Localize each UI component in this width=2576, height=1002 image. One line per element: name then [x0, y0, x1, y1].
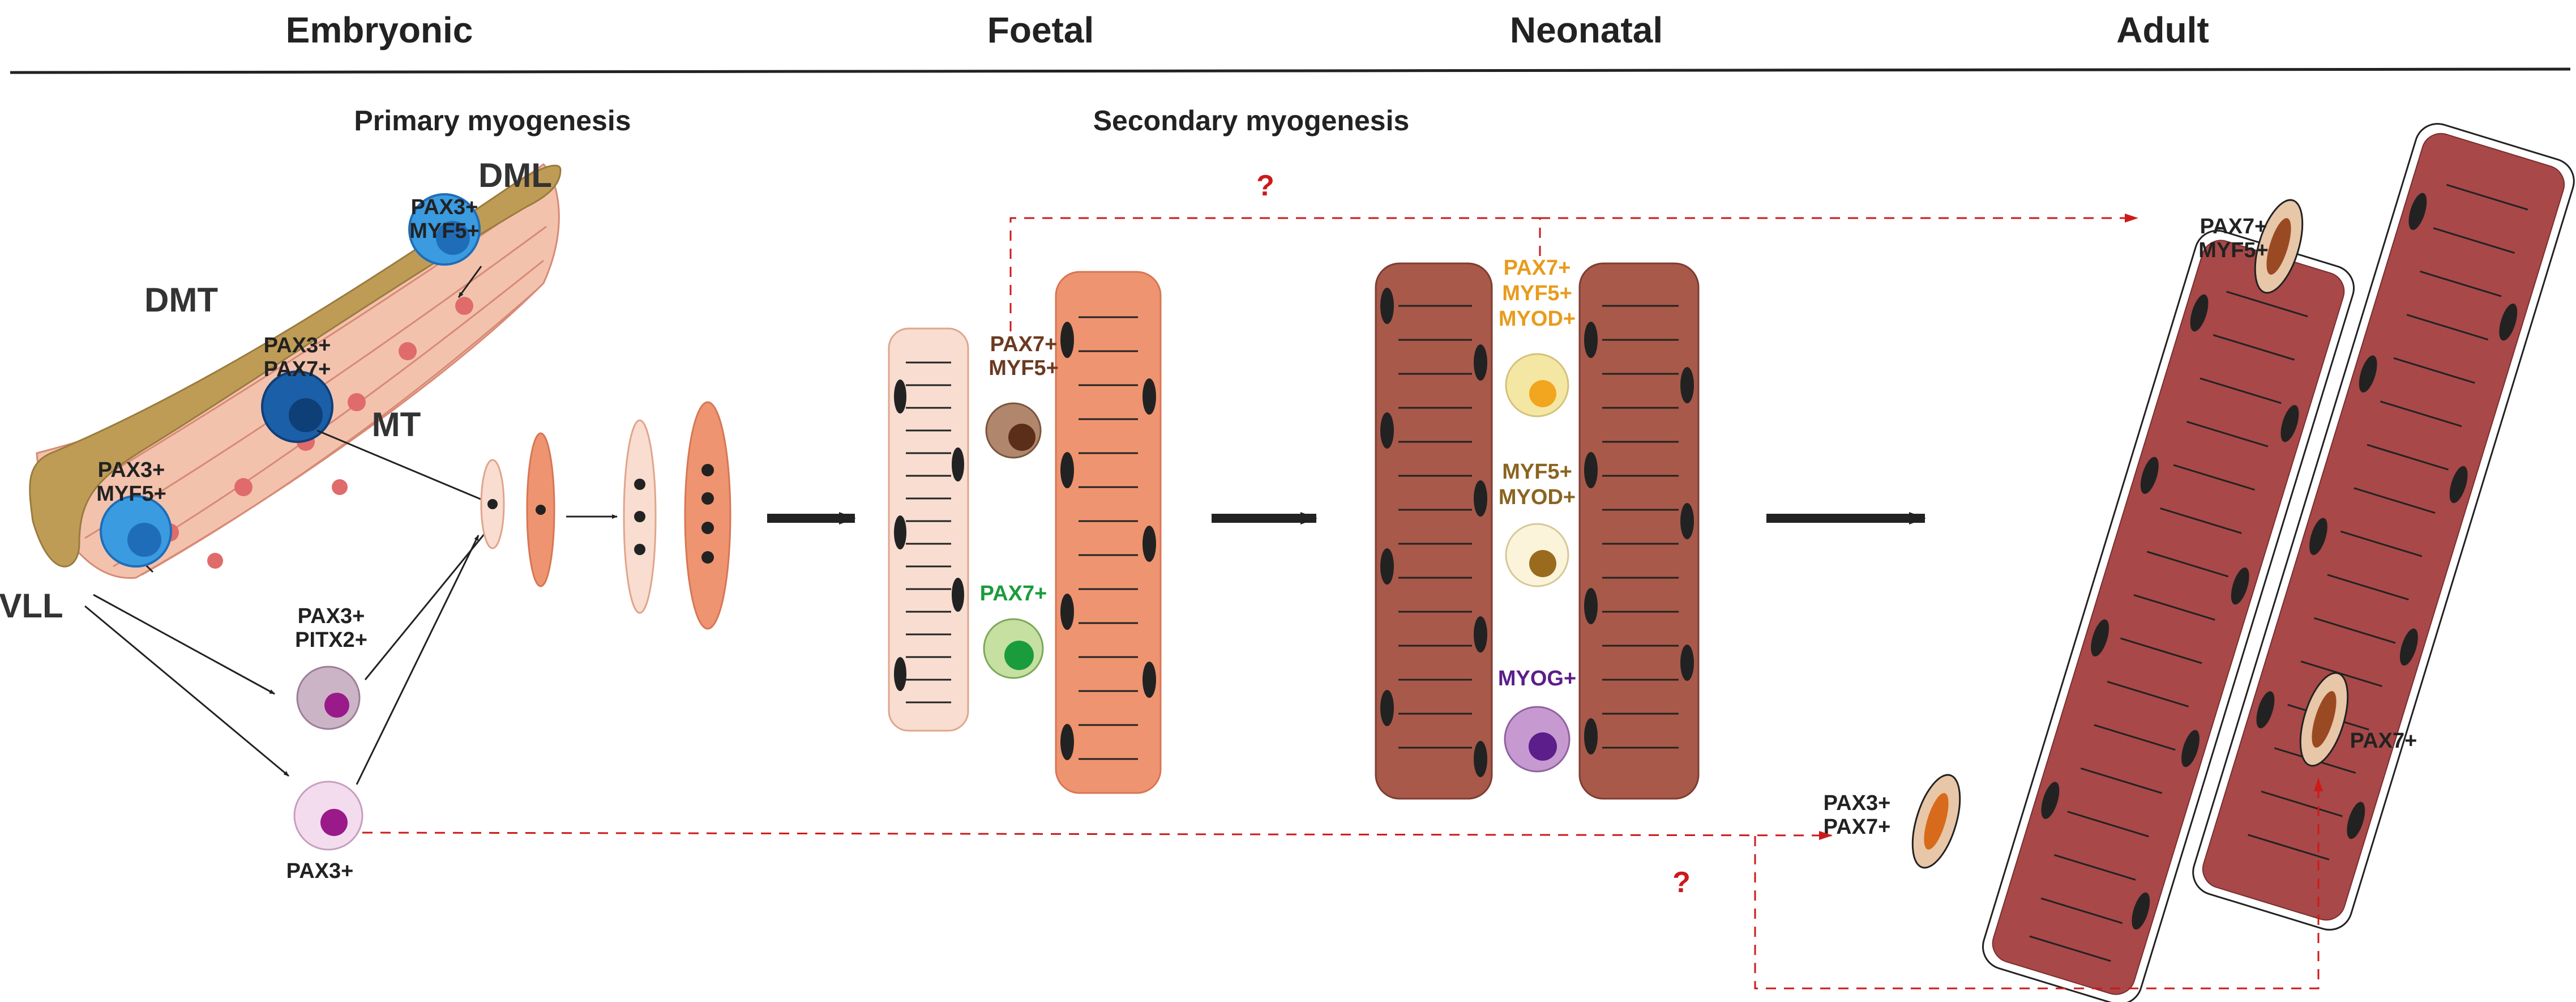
foetal-upper-label-1: PAX7+ — [990, 332, 1058, 356]
neonatal-fibre-left — [1375, 262, 1493, 800]
region-dmt: DMT — [144, 281, 218, 319]
arrow-pax3-to-myocyte — [356, 535, 480, 785]
arrow-vll-to-pitx2 — [93, 594, 275, 695]
foetal-fibre-secondary — [1055, 271, 1162, 794]
dml-cell — [408, 193, 481, 266]
pitx2-cell-label-2: PITX2+ — [295, 628, 367, 652]
arrow-dml-to-mt — [457, 266, 482, 298]
adult-satellite-bottom — [1911, 774, 1961, 869]
primary-myocytes — [480, 401, 731, 630]
adult-fibre-front — [1982, 229, 2355, 1002]
dashed-branch-foetal-neonatal — [1009, 217, 1541, 331]
mt-cell-label-2: PAX7+ — [264, 357, 331, 381]
neonatal-top-label-1: PAX7+ — [1504, 256, 1571, 280]
stage-foetal: Foetal — [987, 10, 1094, 50]
neonatal-pax7-myf5-myod-cell — [1505, 353, 1569, 417]
neonatal-middle-label-1: MYF5+ — [1502, 460, 1572, 484]
dermomyotome-dmt — [29, 164, 562, 568]
secondary-myogenesis-title: Secondary myogenesis — [1093, 105, 1410, 137]
stage-neonatal: Neonatal — [1510, 10, 1663, 50]
vll-cell-label-1: PAX3+ — [98, 458, 165, 482]
adult-satellite-top — [2254, 199, 2304, 294]
neonatal-fibre-right — [1578, 262, 1700, 800]
arrow-vll-to-pax3 — [84, 605, 289, 777]
adult-right-label: PAX7+ — [2350, 729, 2417, 753]
neonatal-top-label-2: MYF5+ — [1502, 282, 1572, 305]
adult-top-label-1: PAX7+ — [2200, 215, 2267, 238]
foetal-fibre-primary — [888, 327, 969, 732]
neonatal-bottom-label: MYOG+ — [1498, 667, 1576, 690]
region-vll: VLL — [0, 587, 63, 625]
pax3-cell — [293, 781, 363, 851]
mt-cell — [261, 370, 333, 443]
neonatal-middle-label-2: MYOD+ — [1499, 485, 1576, 509]
pitx2-cell — [296, 666, 361, 730]
stage-adult: Adult — [2116, 10, 2209, 50]
pitx2-cell-label-1: PAX3+ — [298, 604, 365, 628]
arrow-mt-to-myocyte — [316, 429, 493, 505]
adult-bottom-label-1: PAX3+ — [1824, 791, 1891, 815]
foetal-pax7-myf5-cell — [985, 402, 1042, 459]
adult-satellite-right — [2299, 672, 2349, 767]
pax3-cell-label: PAX3+ — [286, 859, 354, 883]
region-mt: MT — [372, 406, 421, 444]
primary-myogenesis-title: Primary myogenesis — [354, 105, 631, 137]
adult-fibre-back — [2192, 123, 2575, 931]
adult-bottom-label-2: PAX7+ — [1824, 815, 1891, 839]
stage-embryonic: Embryonic — [286, 10, 473, 50]
vll-cell-label-2: MYF5+ — [96, 482, 166, 506]
dml-cell-label-2: MYF5+ — [409, 219, 480, 243]
neonatal-myf5-myod-cell — [1505, 523, 1569, 587]
region-dml: DML — [478, 156, 552, 194]
foetal-pax7-cell — [983, 618, 1044, 679]
neonatal-myog-cell — [1504, 706, 1571, 773]
header-divider — [10, 67, 2571, 74]
vll-cell — [100, 495, 172, 568]
question-mark-bottom: ? — [1672, 866, 1691, 899]
neonatal-top-label-3: MYOD+ — [1499, 307, 1576, 331]
dashed-arrow-pax3-to-adult — [362, 830, 1833, 840]
mt-cell-label-1: PAX3+ — [264, 334, 331, 357]
dashed-loop-to-adult-right — [1754, 778, 2323, 990]
adult-top-label-2: MYF5+ — [2198, 238, 2269, 262]
foetal-upper-label-2: MYF5+ — [989, 356, 1059, 380]
question-mark-top: ? — [1256, 169, 1274, 202]
dml-cell-label-1: PAX3+ — [411, 195, 478, 219]
foetal-lower-label: PAX7+ — [980, 582, 1047, 606]
